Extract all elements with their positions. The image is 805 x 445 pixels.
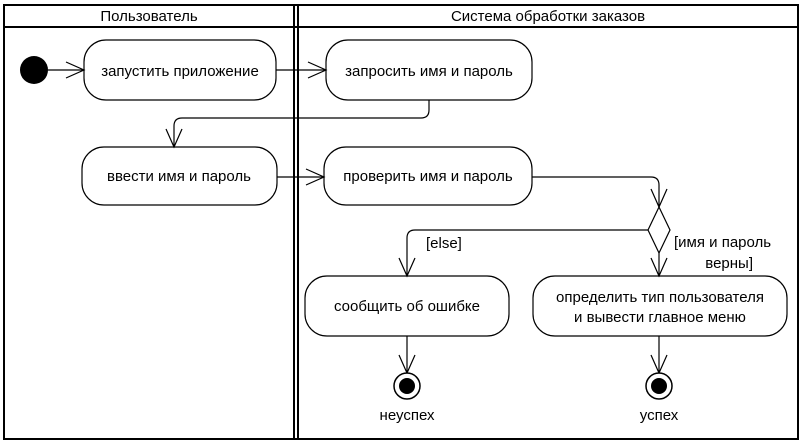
decision-node: [647, 205, 671, 255]
flow-start-to-launch-arrowhead: [65, 61, 86, 79]
diagram-frame: [3, 4, 799, 440]
flow-enter-to-check-arrowhead: [305, 168, 326, 186]
action-enter-credentials-label: ввести имя и пароль: [107, 168, 251, 185]
flow-decision-to-error: [406, 229, 648, 276]
flow-decision-to-error-arrowhead: [398, 257, 416, 278]
swimlane-title-order-system: Система обработки заказов: [451, 8, 645, 25]
flow-check-to-decision-arrowhead: [650, 188, 668, 209]
final-node-failure-core: [399, 378, 415, 394]
guard-valid-line-1: [имя и пароль: [674, 234, 771, 251]
action-define-user-type-label-1: определить тип пользователя: [556, 289, 764, 306]
guard-valid-line-2: верны]: [705, 255, 753, 272]
final-label-success: успех: [640, 407, 679, 424]
flow-request-to-enter: [173, 100, 430, 147]
action-enter-credentials: [81, 146, 278, 206]
final-label-failure: неуспех: [380, 407, 435, 424]
action-check-credentials: [323, 146, 533, 206]
action-launch-app-label: запустить приложение: [101, 63, 259, 80]
initial-node: [20, 56, 48, 84]
final-node-success-core: [651, 378, 667, 394]
action-define-user-type-label-2: и вывести главное меню: [574, 309, 746, 326]
action-request-credentials-label: запросить имя и пароль: [345, 63, 513, 80]
action-define-user-type: [532, 275, 788, 337]
swimlane-title-user: Пользователь: [100, 8, 198, 25]
guard-else: [else]: [426, 235, 462, 252]
flow-decision-to-define-arrowhead: [650, 257, 668, 278]
action-check-credentials-label: проверить имя и пароль: [343, 168, 513, 185]
flow-request-to-enter-arrowhead: [165, 128, 183, 149]
flow-launch-to-request-arrowhead: [307, 61, 328, 79]
action-report-error-label: сообщить об ошибке: [334, 298, 480, 315]
flow-check-to-decision: [532, 176, 660, 207]
